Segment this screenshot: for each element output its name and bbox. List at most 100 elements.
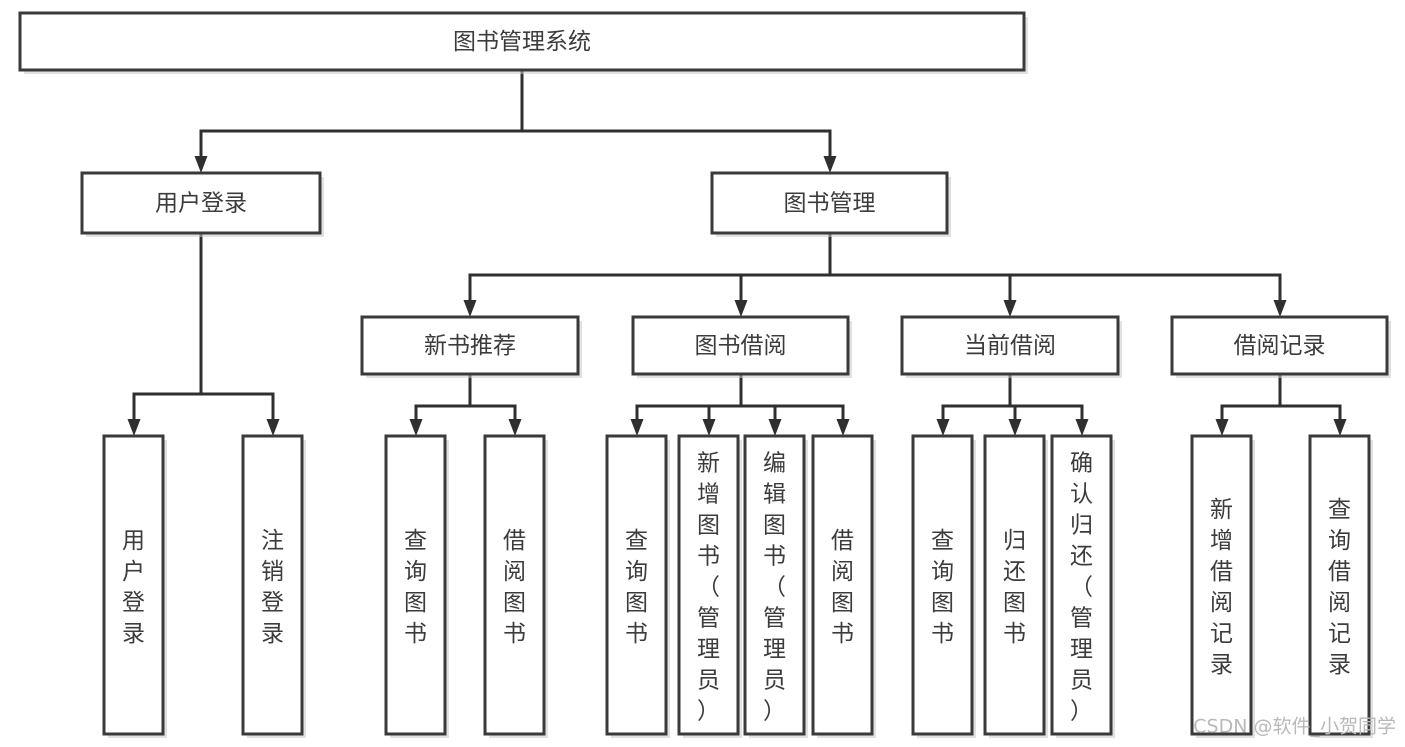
connector-new-book-recommend-to-leaf-borrow-book-1 [468, 374, 522, 436]
node-leaf-add-book[interactable]: 新增图书（管理员） [677, 434, 742, 738]
connector-path [739, 374, 845, 422]
arrowhead-icon [194, 156, 208, 173]
node-box[interactable] [710, 171, 949, 235]
node-leaf-logout[interactable]: 注销登录 [241, 434, 306, 738]
node-box[interactable] [911, 434, 974, 736]
node-box[interactable] [1170, 315, 1389, 376]
node-label: 借阅记录 [1234, 333, 1326, 359]
node-user-login[interactable]: 用户登录 [80, 171, 324, 237]
connector-root-to-book-manage [520, 70, 837, 173]
node-layer: 图书管理系统用户登录图书管理新书推荐图书借阅当前借阅借阅记录用户登录注销登录查询… [18, 11, 1391, 738]
node-box[interactable] [811, 434, 874, 736]
connector-path [520, 70, 832, 159]
node-root[interactable]: 图书管理系统 [18, 11, 1028, 74]
node-box[interactable] [900, 315, 1120, 376]
connector-path [414, 374, 472, 422]
node-label: 借阅图书 [503, 528, 526, 647]
node-leaf-user-login[interactable]: 用户登录 [102, 434, 167, 738]
node-leaf-query-book-3[interactable]: 查询图书 [911, 434, 976, 738]
node-box[interactable] [80, 171, 322, 235]
connector-path [199, 233, 275, 422]
node-box[interactable] [677, 434, 740, 736]
node-leaf-confirm-return[interactable]: 确认归还（管理员） [1050, 434, 1115, 738]
node-leaf-borrow-book-1[interactable]: 借阅图书 [483, 434, 548, 738]
connector-book-manage-to-borrow-record [828, 233, 1287, 317]
node-label: 查询图书 [931, 528, 954, 647]
connector-current-borrow-to-leaf-query-book-3 [936, 374, 1012, 436]
connector-path [1008, 374, 1084, 422]
connector-path [199, 70, 524, 159]
arrowhead-icon [768, 419, 782, 436]
connector-path [635, 374, 743, 422]
connector-path [739, 233, 832, 303]
connector-path [828, 233, 1012, 303]
node-leaf-edit-book[interactable]: 编辑图书（管理员） [743, 434, 808, 738]
node-box[interactable] [1050, 434, 1113, 736]
connector-user-login-to-leaf-logout [199, 233, 280, 436]
arrowhead-icon [1333, 419, 1347, 436]
node-box[interactable] [384, 434, 447, 736]
node-box[interactable] [743, 434, 806, 736]
node-leaf-borrow-book-2[interactable]: 借阅图书 [811, 434, 876, 738]
node-leaf-query-book-1[interactable]: 查询图书 [384, 434, 449, 738]
arrowhead-icon [266, 419, 280, 436]
arrowhead-icon [836, 419, 850, 436]
node-box[interactable] [483, 434, 546, 736]
connector-path [707, 374, 743, 422]
arrowhead-icon [1075, 419, 1089, 436]
arrowhead-icon [463, 300, 477, 317]
connector-borrow-record-to-leaf-add-record [1215, 374, 1282, 436]
node-label: 用户登录 [155, 191, 247, 217]
connector-path [468, 233, 832, 303]
node-leaf-query-book-2[interactable]: 查询图书 [605, 434, 670, 738]
connector-path [1220, 374, 1282, 422]
node-book-borrow[interactable]: 图书借阅 [631, 315, 852, 378]
connector-current-borrow-to-leaf-confirm-return [1008, 374, 1089, 436]
arrowhead-icon [1003, 300, 1017, 317]
connector-layer [127, 70, 1347, 436]
node-label: 用户登录 [122, 528, 145, 647]
node-leaf-query-record[interactable]: 查询借阅记录 [1308, 434, 1373, 738]
arrowhead-icon [734, 300, 748, 317]
arrowhead-icon [508, 419, 522, 436]
connector-path [941, 374, 1012, 422]
connector-path [132, 233, 203, 422]
node-box[interactable] [983, 434, 1046, 736]
arrowhead-icon [1215, 419, 1229, 436]
connector-path [1278, 374, 1342, 422]
arrowhead-icon [936, 419, 950, 436]
node-label: 图书管理系统 [453, 29, 591, 55]
node-borrow-record[interactable]: 借阅记录 [1170, 315, 1391, 378]
arrowhead-icon [127, 419, 141, 436]
arrowhead-icon [823, 156, 837, 173]
node-label: 归还图书 [1003, 528, 1026, 647]
node-box[interactable] [1308, 434, 1371, 736]
connector-new-book-recommend-to-leaf-query-book-1 [409, 374, 472, 436]
node-label: 查询借阅记录 [1328, 497, 1351, 678]
node-new-book-recommend[interactable]: 新书推荐 [360, 315, 582, 378]
node-label: 新书推荐 [424, 333, 516, 359]
node-box[interactable] [1190, 434, 1253, 736]
node-box[interactable] [360, 315, 580, 376]
node-label: 查询图书 [404, 528, 427, 647]
connector-user-login-to-leaf-user-login [127, 233, 203, 436]
connector-path [468, 374, 517, 422]
arrowhead-icon [630, 419, 644, 436]
node-box[interactable] [18, 11, 1026, 72]
arrowhead-icon [409, 419, 423, 436]
arrowhead-icon [1008, 419, 1022, 436]
node-box[interactable] [605, 434, 668, 736]
node-leaf-return-book[interactable]: 归还图书 [983, 434, 1048, 738]
connector-book-manage-to-book-borrow [734, 233, 832, 317]
node-label: 新增借阅记录 [1210, 497, 1233, 678]
connector-path [828, 233, 1282, 303]
node-book-manage[interactable]: 图书管理 [710, 171, 951, 237]
node-box[interactable] [241, 434, 304, 736]
arrowhead-icon [702, 419, 716, 436]
node-current-borrow[interactable]: 当前借阅 [900, 315, 1122, 378]
node-leaf-add-record[interactable]: 新增借阅记录 [1190, 434, 1255, 738]
node-box[interactable] [631, 315, 850, 376]
node-box[interactable] [102, 434, 165, 736]
connector-root-to-user-login [194, 70, 524, 173]
